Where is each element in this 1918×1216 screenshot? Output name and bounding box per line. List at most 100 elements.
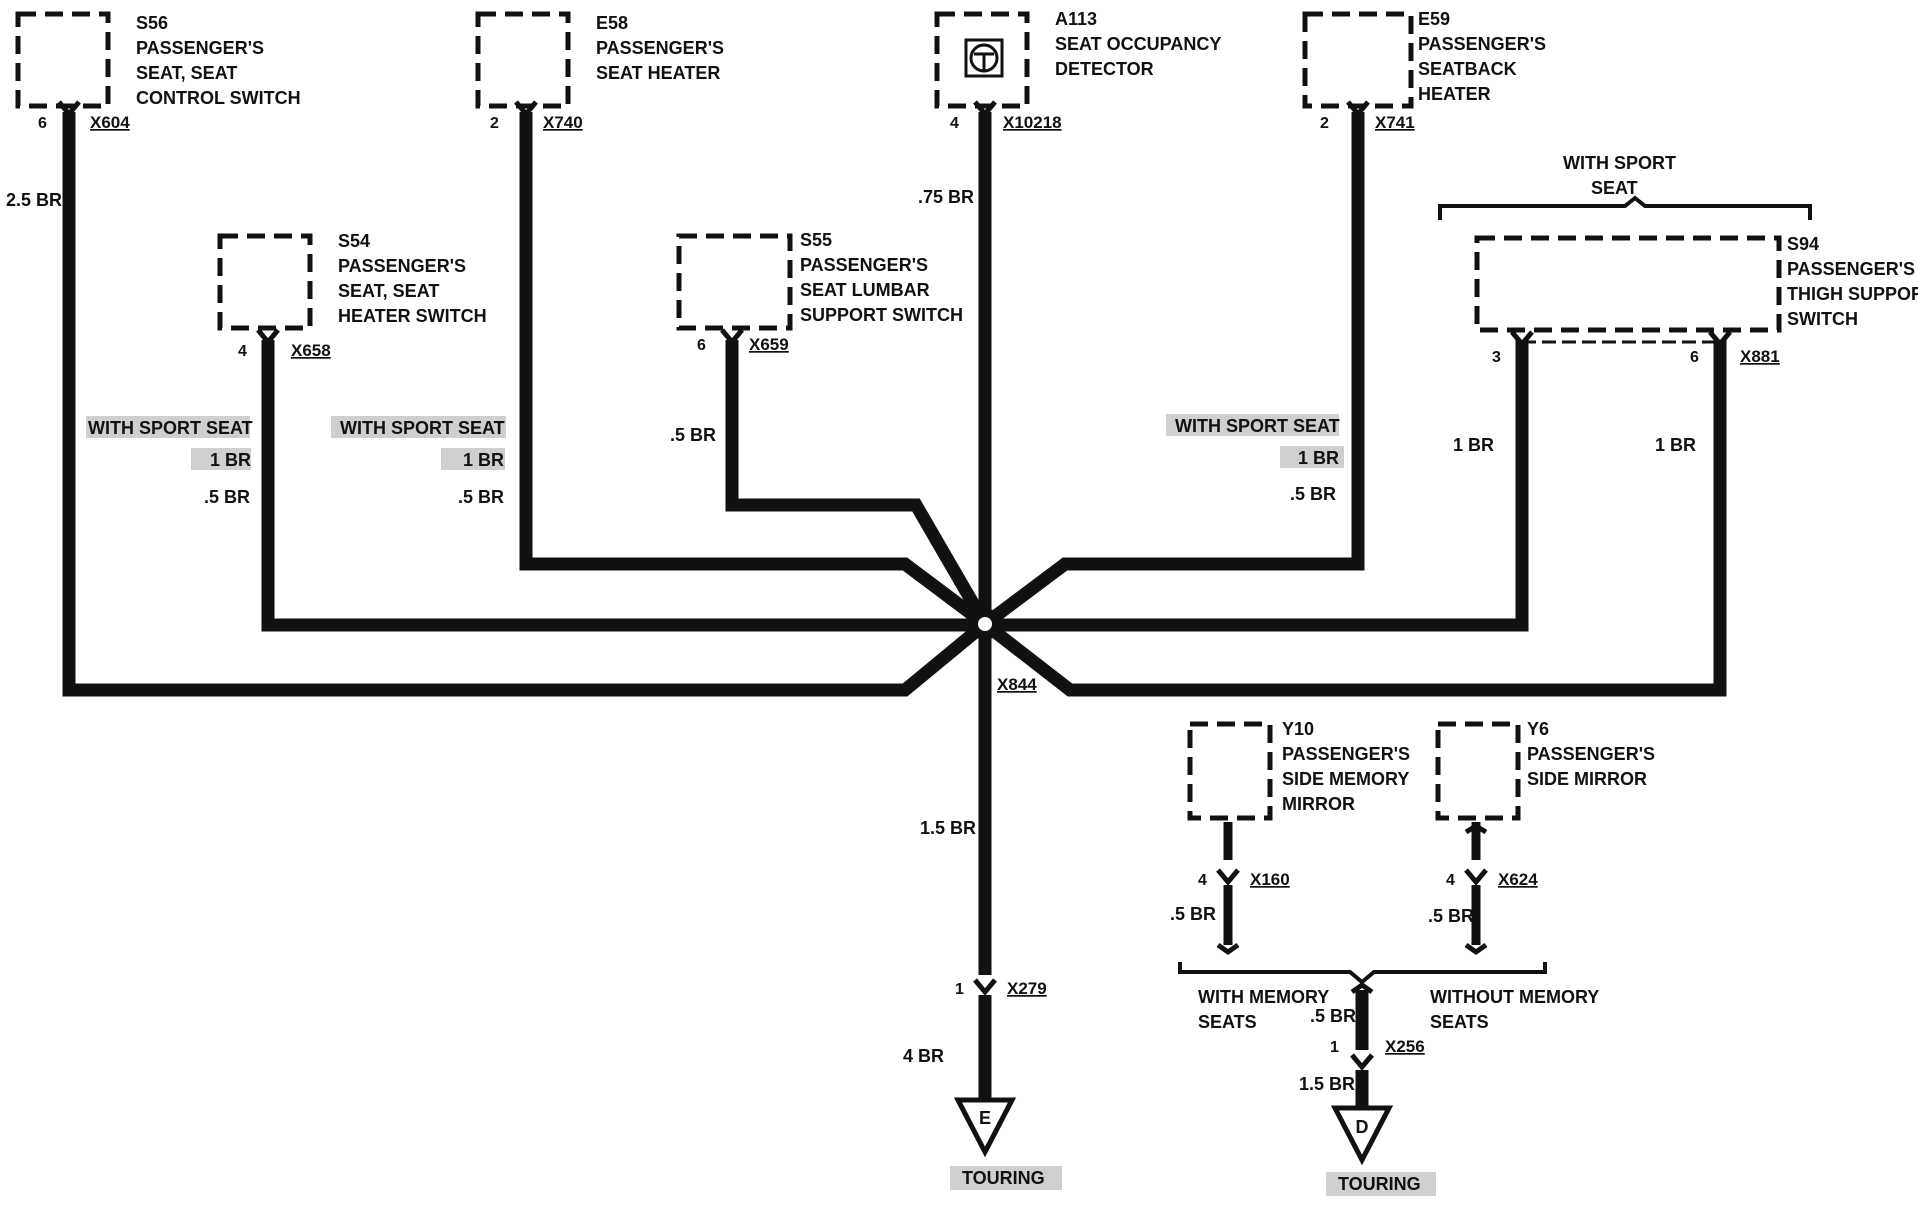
- ground-e-symbol: E: [953, 1097, 1017, 1158]
- s94-wire-b: 1 BR: [1655, 435, 1696, 455]
- e58-connector: X740: [543, 113, 583, 132]
- s94-pin-a: 3: [1492, 349, 1501, 366]
- ground-d-pin: 1: [1330, 1039, 1339, 1056]
- splice-x844: [969, 608, 1001, 640]
- e58-pin: 2: [490, 115, 499, 132]
- ground-e-connector: X279: [1007, 979, 1047, 998]
- sport-seat-wire-e59: 1 BR: [1298, 448, 1339, 468]
- a113-wire: .75 BR: [918, 187, 974, 207]
- s55-line-1: PASSENGER'S: [800, 255, 928, 275]
- ground-e-letter: E: [979, 1108, 991, 1128]
- s54-line-2: SEAT, SEAT: [338, 281, 439, 301]
- connector-arrows: [57, 100, 1732, 1071]
- splice-connector: X844: [997, 675, 1037, 694]
- e59-line-3: HEATER: [1418, 84, 1491, 104]
- a113-line-2: DETECTOR: [1055, 59, 1154, 79]
- wire-s54: [261, 340, 985, 632]
- wire-e58: [519, 112, 989, 630]
- s55-line-3: SUPPORT SWITCH: [800, 305, 963, 325]
- s94-pin-b: 6: [1690, 349, 1699, 366]
- a113-line-1: SEAT OCCUPANCY: [1055, 34, 1221, 54]
- y10-id: Y10: [1282, 719, 1314, 739]
- wire-s94-pin6: [981, 340, 1727, 697]
- s55-pin: 6: [697, 337, 706, 354]
- y6-line-2: SIDE MIRROR: [1527, 769, 1647, 789]
- s94-line-1: PASSENGER'S: [1787, 259, 1915, 279]
- s55-box: [676, 233, 793, 331]
- s56-wire: 2.5 BR: [6, 190, 62, 210]
- s56-pin: 6: [38, 115, 47, 132]
- s55-wire: .5 BR: [670, 425, 716, 445]
- e59-line-1: PASSENGER'S: [1418, 34, 1546, 54]
- ground-d-symbol: D: [1330, 1105, 1394, 1166]
- e59-box: [1302, 11, 1414, 109]
- with-memory-line-1: WITH MEMORY: [1198, 987, 1329, 1007]
- with-memory-line-2: SEATS: [1198, 1012, 1257, 1032]
- s55-connector: X659: [749, 335, 789, 354]
- memory-bracket: [1178, 962, 1547, 985]
- y10-line-3: MIRROR: [1282, 794, 1355, 814]
- s54-wire: .5 BR: [204, 487, 250, 507]
- ground-d-wire-top: .5 BR: [1310, 1006, 1356, 1026]
- sport-seat-wire-e58: 1 BR: [463, 450, 504, 470]
- a113-box: [934, 11, 1030, 109]
- s56-line-3: CONTROL SWITCH: [136, 88, 301, 108]
- wire-e59: [981, 112, 1365, 630]
- s54-line-3: HEATER SWITCH: [338, 306, 487, 326]
- s55-line-2: SEAT LUMBAR: [800, 280, 930, 300]
- e58-wire: .5 BR: [458, 487, 504, 507]
- ground-e-pin: 1: [955, 981, 964, 998]
- seat-occupancy-icon: [964, 38, 1004, 78]
- ground-d-connector: X256: [1385, 1037, 1425, 1056]
- s94-connector: X881: [1740, 347, 1780, 366]
- s94-box: [1474, 235, 1782, 333]
- sport-seat-notes-shading: [86, 414, 1436, 1196]
- y6-line-1: PASSENGER'S: [1527, 744, 1655, 764]
- s56-box: [15, 11, 111, 109]
- without-memory-line-2: SEATS: [1430, 1012, 1489, 1032]
- s56-connector: X604: [90, 113, 130, 132]
- a113-connector: X10218: [1003, 113, 1062, 132]
- y6-id: Y6: [1527, 719, 1549, 739]
- splice-wire: 1.5 BR: [920, 818, 976, 838]
- sport-seat-note-s54: WITH SPORT SEAT: [88, 418, 253, 438]
- e58-box: [475, 11, 571, 109]
- y10-box: [1187, 721, 1273, 821]
- y10-line-1: PASSENGER'S: [1282, 744, 1410, 764]
- ground-d-letter: D: [1356, 1117, 1369, 1137]
- y6-wire: .5 BR: [1428, 906, 1474, 926]
- e58-id: E58: [596, 13, 628, 33]
- sport-seat-bracket-line-2: SEAT: [1591, 178, 1638, 198]
- sport-seat-note-e59: WITH SPORT SEAT: [1175, 416, 1340, 436]
- e59-wire: .5 BR: [1290, 484, 1336, 504]
- s54-pin: 4: [238, 343, 247, 360]
- s56-line-1: PASSENGER'S: [136, 38, 264, 58]
- sport-seat-wire-s54: 1 BR: [210, 450, 251, 470]
- without-memory-line-1: WITHOUT MEMORY: [1430, 987, 1599, 1007]
- y6-connector: X624: [1498, 870, 1538, 889]
- wire-s94-pin3: [985, 340, 1529, 632]
- y6-pin: 4: [1446, 872, 1455, 889]
- ground-d-wire-bottom: 1.5 BR: [1299, 1074, 1355, 1094]
- s94-id: S94: [1787, 234, 1819, 254]
- y10-wire: .5 BR: [1170, 904, 1216, 924]
- y10-connector: X160: [1250, 870, 1290, 889]
- y10-line-2: SIDE MEMORY: [1282, 769, 1409, 789]
- s54-id: S54: [338, 231, 370, 251]
- s56-id: S56: [136, 13, 168, 33]
- e58-line-2: SEAT HEATER: [596, 63, 720, 83]
- e59-id: E59: [1418, 9, 1450, 29]
- s55-id: S55: [800, 230, 832, 250]
- sport-seat-bracket: [1438, 195, 1812, 220]
- e59-connector: X741: [1375, 113, 1415, 132]
- ground-d-label: TOURING: [1338, 1174, 1421, 1194]
- a113-id: A113: [1055, 9, 1097, 29]
- ground-e-wire: 4 BR: [903, 1046, 944, 1066]
- y10-pin: 4: [1198, 872, 1207, 889]
- e59-line-2: SEATBACK: [1418, 59, 1517, 79]
- sport-seat-bracket-line-1: WITH SPORT: [1563, 153, 1676, 173]
- s94-line-3: SWITCH: [1787, 309, 1858, 329]
- s56-line-2: SEAT, SEAT: [136, 63, 237, 83]
- e59-pin: 2: [1320, 115, 1329, 132]
